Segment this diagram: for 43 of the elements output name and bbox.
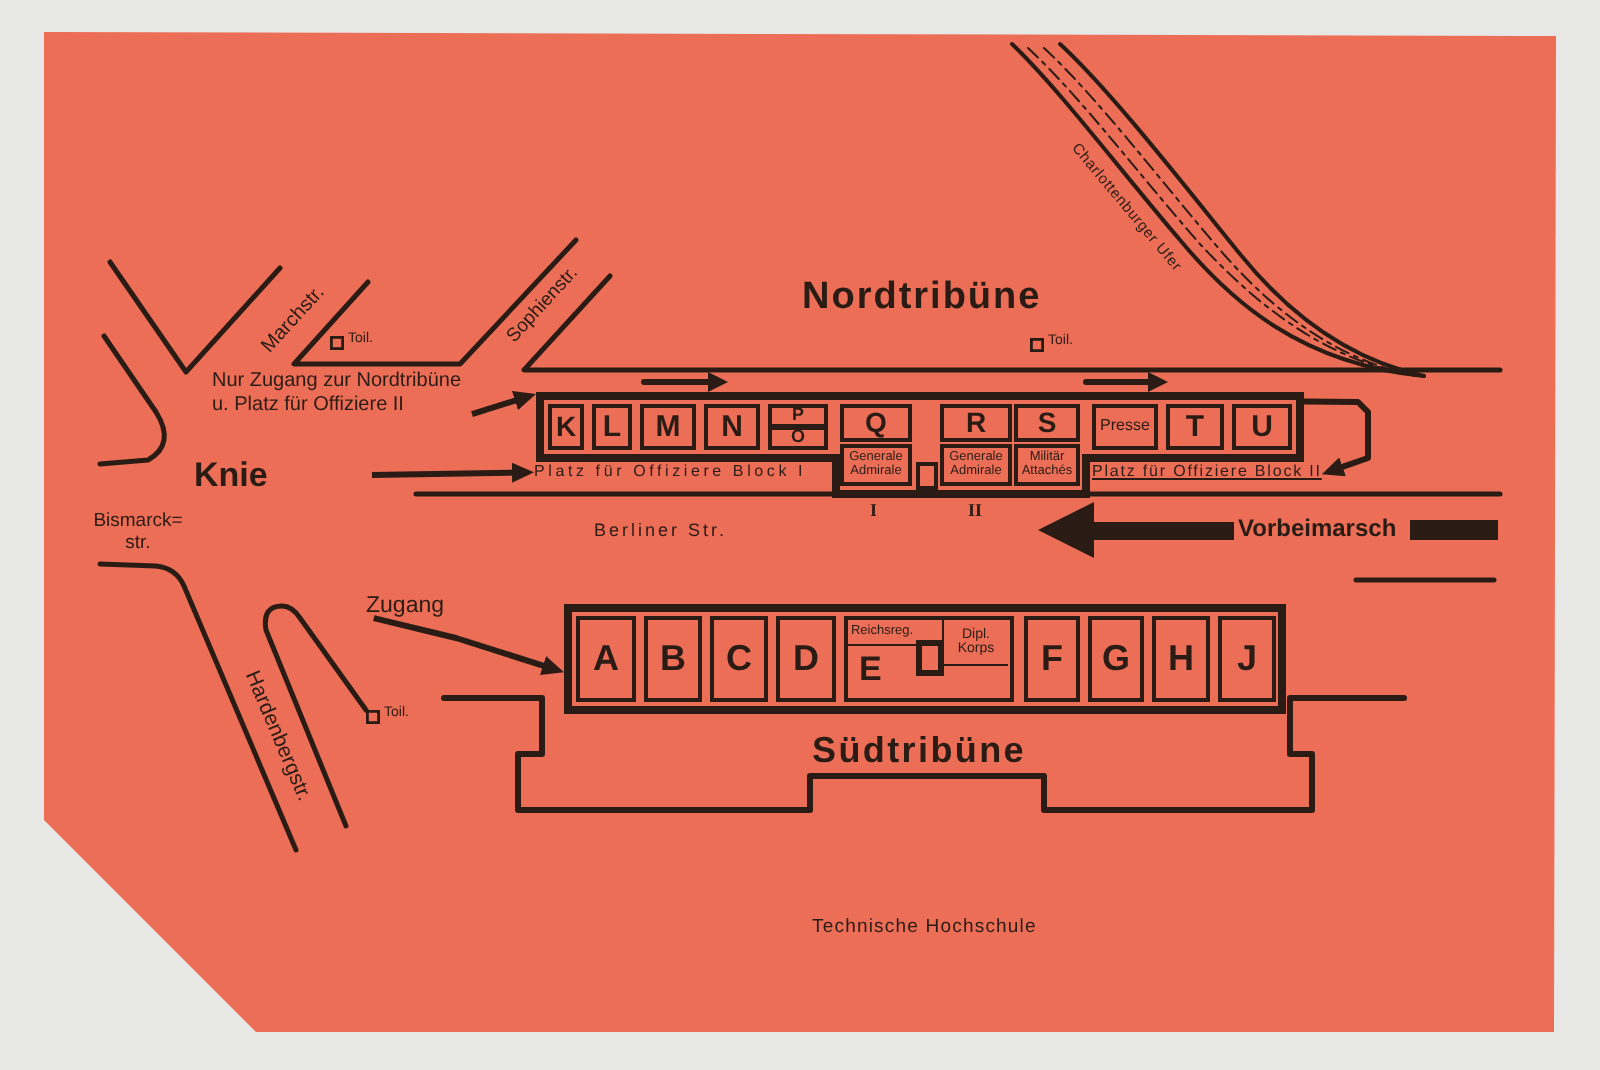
seating-block: K	[548, 404, 584, 450]
access-note: Nur Zugang zur Nordtribüne u. Platz für Offiziere II	[212, 370, 472, 418]
seating-block: L	[592, 404, 632, 450]
empty-box	[916, 462, 938, 490]
seating-block: N	[704, 404, 760, 450]
seating-block: Presse	[1092, 404, 1158, 450]
seating-block: O	[768, 426, 828, 450]
stand-label: Südtribüne	[812, 730, 1026, 772]
grandstand-outline	[564, 604, 1286, 714]
seating-block: U	[1232, 404, 1292, 450]
seating-block: R	[940, 404, 1012, 442]
parade-label: Vorbeimarsch	[1238, 516, 1397, 544]
seating-block: D	[776, 616, 836, 702]
place-label: Knie	[194, 456, 268, 496]
street-label: Bismarck= str.	[91, 512, 185, 556]
seating-block: J	[1218, 616, 1276, 702]
seating-block: F	[1024, 616, 1080, 702]
arrow	[371, 462, 534, 483]
stand-label: Nordtribüne	[802, 276, 1042, 320]
section-label: Platz für Offiziere Block II	[1092, 464, 1322, 481]
arrow	[373, 615, 564, 676]
seating-block: T	[1166, 404, 1224, 450]
seating-block: H	[1152, 616, 1210, 702]
seating-block: S	[1014, 404, 1080, 442]
empty-box	[916, 640, 944, 676]
roman-numeral: II	[968, 500, 983, 521]
seating-block: P	[768, 404, 828, 428]
seating-block: G	[1088, 616, 1144, 702]
roman-numeral: I	[870, 500, 878, 521]
arrow	[1303, 398, 1371, 477]
seating-block	[844, 616, 1014, 702]
seating-block: A	[576, 616, 636, 702]
place-label: Technische Hochschule	[812, 918, 1037, 940]
access-label: Zugang	[366, 594, 445, 619]
seating-block: Q	[840, 404, 912, 442]
grandstand-outline	[536, 392, 1304, 498]
arrow	[471, 391, 536, 418]
seating-block: C	[710, 616, 768, 702]
seating-block: M	[640, 404, 696, 450]
seating-block: B	[644, 616, 702, 702]
section-label: Platz für Offiziere Block I	[534, 464, 807, 481]
street-label: Berliner Str.	[594, 520, 728, 541]
block-letter: E	[859, 651, 882, 685]
